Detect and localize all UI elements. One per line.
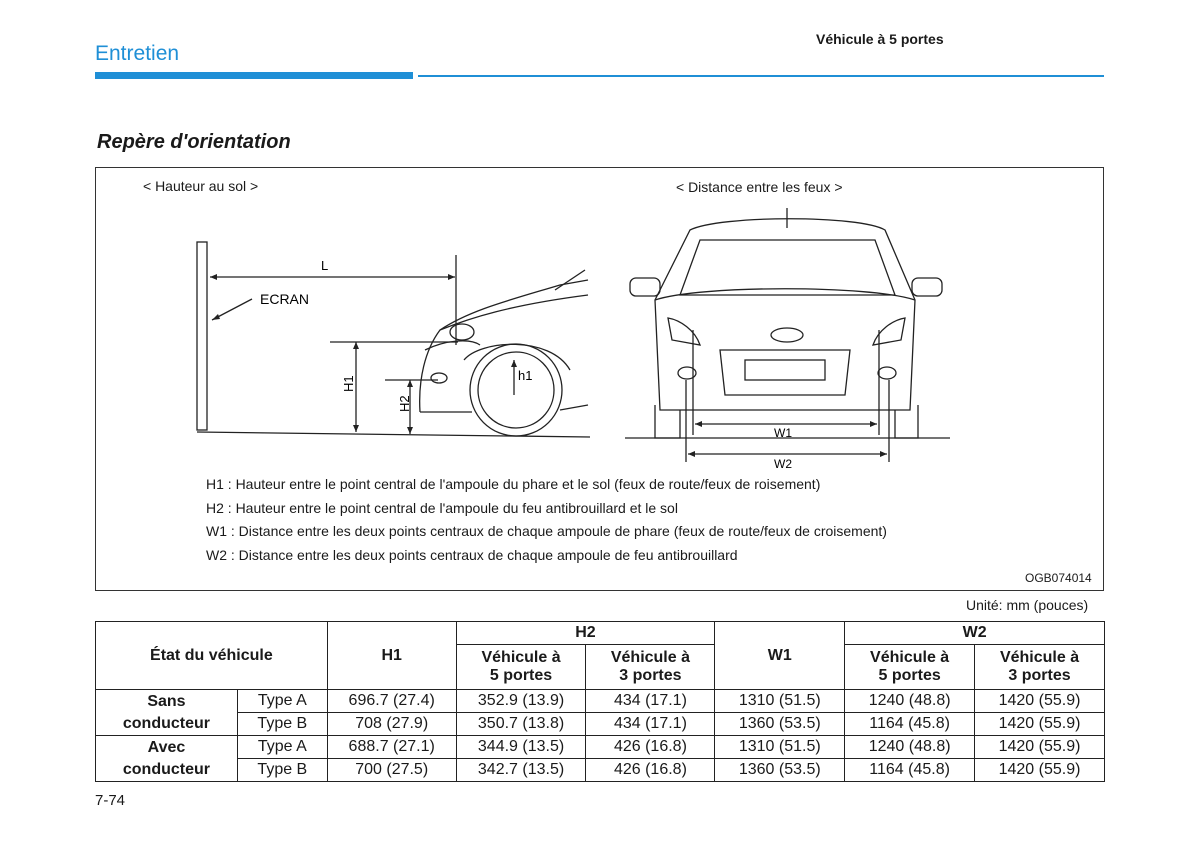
col-h1: H1 xyxy=(326,621,457,690)
figure-frame xyxy=(95,167,1104,591)
legend-h1: H1 : Hauteur entre le point central de l… xyxy=(206,476,821,492)
table-row: Type B 708 (27.9) 350.7 (13.8) 434 (17.1… xyxy=(96,712,1105,736)
row-type: Type B xyxy=(236,712,328,736)
cell-h1: 708 (27.9) xyxy=(326,712,457,736)
cell-w2-3p: 1420 (55.9) xyxy=(974,758,1105,782)
label-h1: H1 xyxy=(341,375,356,392)
cell-w2-5p: 1164 (45.8) xyxy=(844,712,976,736)
cell-h1: 696.7 (27.4) xyxy=(326,689,457,713)
figure-code: OGB074014 xyxy=(1025,571,1092,585)
table-row: Type B 700 (27.5) 342.7 (13.5) 426 (16.8… xyxy=(96,758,1105,782)
col-h2: H2 xyxy=(455,621,716,645)
legend-w2: W2 : Distance entre les deux points cent… xyxy=(206,546,738,563)
cell-h2-5p: 352.9 (13.9) xyxy=(455,689,587,713)
col-w1: W1 xyxy=(714,621,846,690)
legend-h2: H2 : Hauteur entre le point central de l… xyxy=(206,499,678,516)
sub-heading: Repère d'orientation xyxy=(97,131,291,153)
cell-h1: 688.7 (27.1) xyxy=(326,735,457,759)
cell-h2-3p: 426 (16.8) xyxy=(585,758,716,782)
cell-h2-3p: 434 (17.1) xyxy=(585,689,716,713)
cell-w2-3p: 1420 (55.9) xyxy=(974,735,1105,759)
label-h2: H2 xyxy=(397,395,412,412)
unit-note: Unité: mm (pouces) xyxy=(966,597,1089,613)
cell-w2-5p: 1164 (45.8) xyxy=(844,758,976,782)
col-state: État du véhicule xyxy=(95,621,328,690)
col-w2: W2 xyxy=(844,621,1105,645)
legend-w1: W1 : Distance entre les deux points cent… xyxy=(206,523,887,539)
label-w2: W2 xyxy=(774,457,792,471)
table-header-row: État du véhicule H1 H2 W1 W2 xyxy=(95,621,1105,690)
cell-h2-5p: 350.7 (13.8) xyxy=(455,712,587,736)
label-ecran: ECRAN xyxy=(260,291,309,307)
row-type: Type B xyxy=(236,758,328,782)
cell-w2-3p: 1420 (55.9) xyxy=(974,712,1105,736)
figure-legend: H1 : Hauteur entre le point central de l… xyxy=(206,473,887,567)
header-accent-bar xyxy=(95,72,413,79)
cell-h1: 700 (27.5) xyxy=(326,758,457,782)
cell-h2-3p: 426 (16.8) xyxy=(585,735,716,759)
label-h1-small: h1 xyxy=(518,368,532,383)
ground-height-caption: < Hauteur au sol > xyxy=(143,178,259,194)
light-distance-caption: < Distance entre les feux > xyxy=(676,179,843,195)
cell-h2-5p: 342.7 (13.5) xyxy=(455,758,587,782)
cell-w1: 1310 (51.5) xyxy=(714,735,846,759)
cell-w1: 1360 (53.5) xyxy=(714,712,846,736)
cell-w2-5p: 1240 (48.8) xyxy=(844,735,976,759)
label-w1: W1 xyxy=(774,426,792,440)
cell-w2-3p: 1420 (55.9) xyxy=(974,689,1105,713)
vehicle-variant-title: Véhicule à 5 portes xyxy=(816,31,944,47)
section-title: Entretien xyxy=(95,42,180,65)
cell-w2-5p: 1240 (48.8) xyxy=(844,689,976,713)
cell-w1: 1360 (53.5) xyxy=(714,758,846,782)
label-l: L xyxy=(321,258,328,273)
row-type: Type A xyxy=(236,735,328,759)
row-type: Type A xyxy=(236,689,328,713)
cell-h2-3p: 434 (17.1) xyxy=(585,712,716,736)
cell-h2-5p: 344.9 (13.5) xyxy=(455,735,587,759)
cell-w1: 1310 (51.5) xyxy=(714,689,846,713)
page-number: 7-74 xyxy=(95,792,126,809)
header-rule xyxy=(418,75,1104,77)
